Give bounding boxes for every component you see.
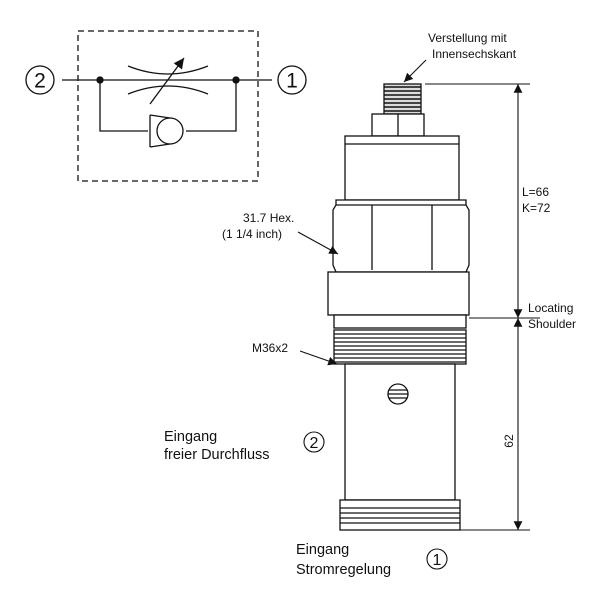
- dimension-lines: [297, 59, 540, 531]
- label-inlet-free-1: Eingang: [164, 429, 217, 445]
- label-inlet-free-2: freier Durchfluss: [164, 447, 270, 463]
- seal-groove: [339, 499, 461, 531]
- label-inlet-control-2: Stromregelung: [296, 562, 391, 578]
- label-hex-2: (1 1/4 inch): [222, 227, 282, 241]
- port-number-right: 1: [286, 70, 298, 93]
- collar: [327, 271, 470, 316]
- check-valve-seat: [149, 114, 171, 148]
- check-valve-ball: [156, 117, 184, 145]
- port-circle-right: [277, 65, 307, 95]
- label-adjustment-2: Innensechskant: [432, 47, 517, 61]
- symbol-bypass-left: [99, 80, 148, 132]
- hex-body: [332, 199, 470, 273]
- port-number-left: 2: [34, 70, 46, 93]
- label-dim-62: 62: [502, 434, 516, 448]
- symbol-dashed-envelope: [77, 30, 259, 182]
- label-locating-1: Locating: [528, 301, 573, 315]
- leader-adjustment: [403, 59, 427, 83]
- bonnet: [344, 135, 460, 201]
- thread-m36: [333, 329, 467, 365]
- label-adjustment-1: Verstellung mit: [428, 31, 507, 45]
- port-circle-left: [25, 65, 55, 95]
- throttle-upper-arc: [127, 65, 209, 75]
- inlet-control-port-number: 1: [433, 552, 442, 569]
- hydraulic-symbol: [25, 30, 307, 182]
- adjustable-arrow: [149, 57, 185, 105]
- adjustment-screw: [383, 83, 422, 115]
- leader-thread: [299, 350, 338, 366]
- label-length-l: L=66: [522, 185, 549, 199]
- inlet-control-port-circle: [426, 548, 448, 570]
- label-locating-2: Shoulder: [528, 317, 576, 331]
- cartridge-valve: [327, 83, 470, 531]
- inlet-free-port-circle: [303, 431, 325, 453]
- inlet-free-port-number: 2: [310, 435, 319, 452]
- leader-hex: [297, 231, 339, 255]
- label-length-k: K=72: [522, 201, 551, 215]
- symbol-bypass-right: [186, 80, 237, 132]
- thread-lines: [334, 333, 466, 363]
- label-inlet-control-1: Eingang: [296, 542, 349, 558]
- label-hex-1: 31.7 Hex.: [243, 211, 294, 225]
- label-thread: M36x2: [252, 341, 288, 355]
- throttle-lower-arc: [127, 85, 209, 95]
- locating-shoulder-step: [333, 314, 467, 329]
